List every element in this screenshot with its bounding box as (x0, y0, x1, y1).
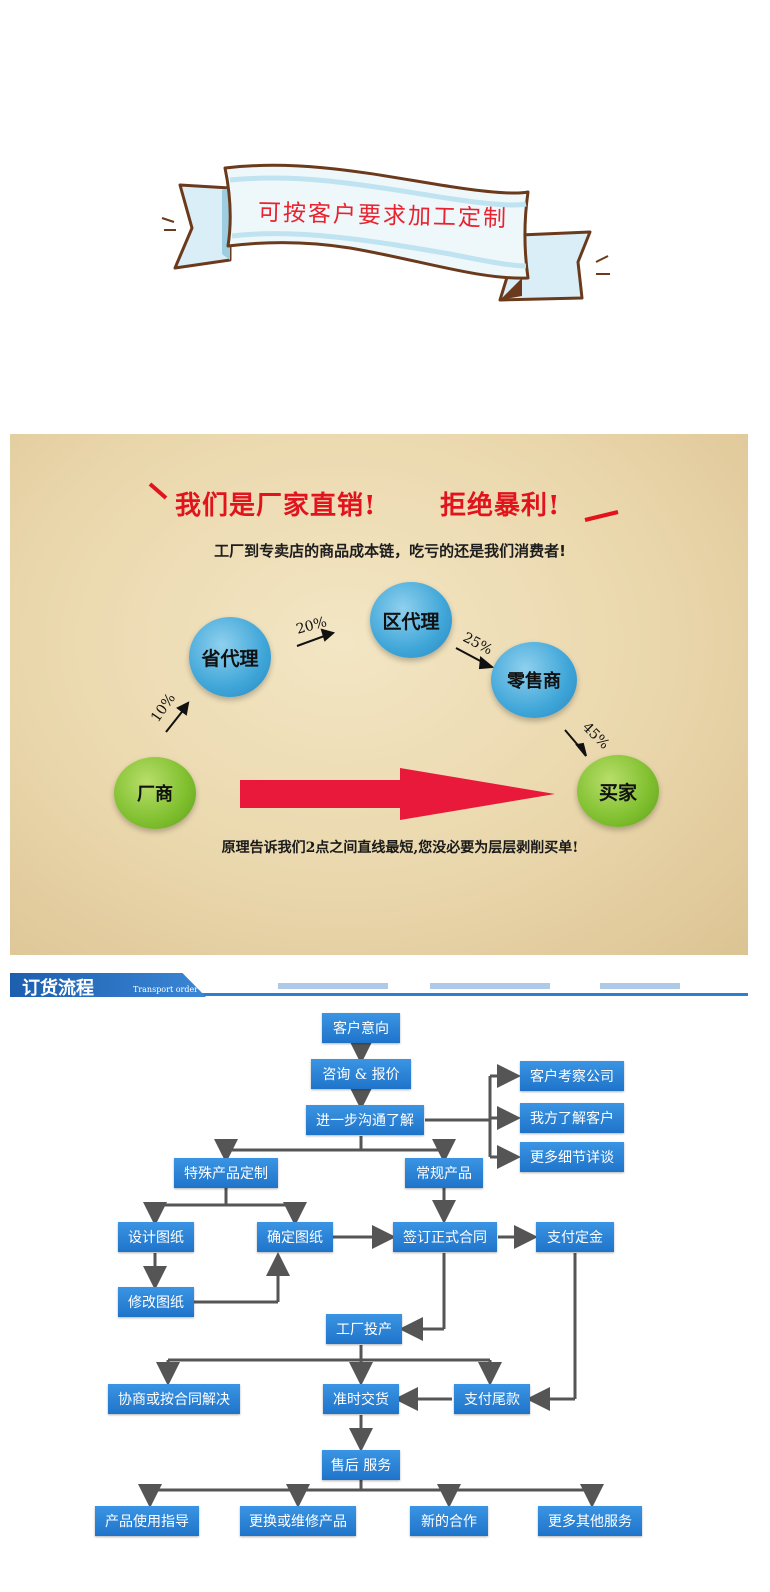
header-artifact (600, 983, 680, 989)
node-retail: 零售商 (491, 642, 577, 718)
step-delivery: 准时交货 (323, 1384, 399, 1414)
step-new-coop: 新的合作 (410, 1506, 488, 1536)
step-inquiry: 咨询 & 报价 (311, 1059, 411, 1089)
node-province: 省代理 (189, 617, 271, 697)
title-left: 我们是厂家直销! (175, 491, 377, 521)
step-intent: 客户意向 (322, 1013, 400, 1043)
step-we-visit: 我方了解客户 (520, 1103, 624, 1133)
step-regular: 常规产品 (405, 1158, 483, 1188)
supply-chain-graphics (148, 482, 619, 820)
chain-subtitle: 工厂到专卖店的商品成本链，吃亏的还是我们消费者! (214, 542, 566, 560)
chain-arrows (165, 628, 587, 757)
flow-header-tab (10, 973, 206, 997)
step-negotiate: 协商或按合同解决 (108, 1384, 240, 1414)
step-understand: 进一步沟通了解 (306, 1105, 424, 1135)
header-artifact (430, 983, 550, 989)
supply-chain-panel (10, 434, 748, 955)
step-replace: 更换或维修产品 (240, 1506, 356, 1536)
node-district: 区代理 (370, 582, 452, 658)
step-guide: 产品使用指导 (95, 1506, 199, 1536)
step-visit: 客户考察公司 (520, 1061, 624, 1091)
ribbon-banner (161, 163, 610, 302)
title-right: 拒绝暴利! (440, 491, 561, 521)
step-design: 设计图纸 (118, 1222, 194, 1252)
step-balance: 支付尾款 (454, 1384, 530, 1414)
flow-header-line (10, 993, 748, 996)
header-artifact (278, 983, 388, 989)
step-confirm: 确定图纸 (257, 1222, 333, 1252)
flow-connectors (138, 1040, 604, 1508)
step-production: 工厂投产 (326, 1314, 402, 1344)
node-buyer: 买家 (577, 755, 659, 827)
node-factory: 厂商 (114, 757, 196, 829)
chain-footer: 原理告诉我们2点之间直线最短,您没必要为层层剥削买单! (221, 840, 579, 856)
step-details: 更多细节详谈 (520, 1142, 624, 1172)
step-after-sales: 售后 服务 (322, 1450, 400, 1480)
direct-arrow (240, 768, 555, 820)
step-more: 更多其他服务 (538, 1506, 642, 1536)
step-custom: 特殊产品定制 (174, 1158, 278, 1188)
flow-title: 订货流程 (22, 978, 94, 999)
step-contract: 签订正式合同 (393, 1222, 497, 1252)
step-deposit: 支付定金 (536, 1222, 614, 1252)
title-accent-left (148, 482, 168, 500)
flow-subtitle: Transport order (133, 985, 199, 994)
step-modify: 修改图纸 (118, 1287, 194, 1317)
title-accent-right (584, 510, 619, 522)
